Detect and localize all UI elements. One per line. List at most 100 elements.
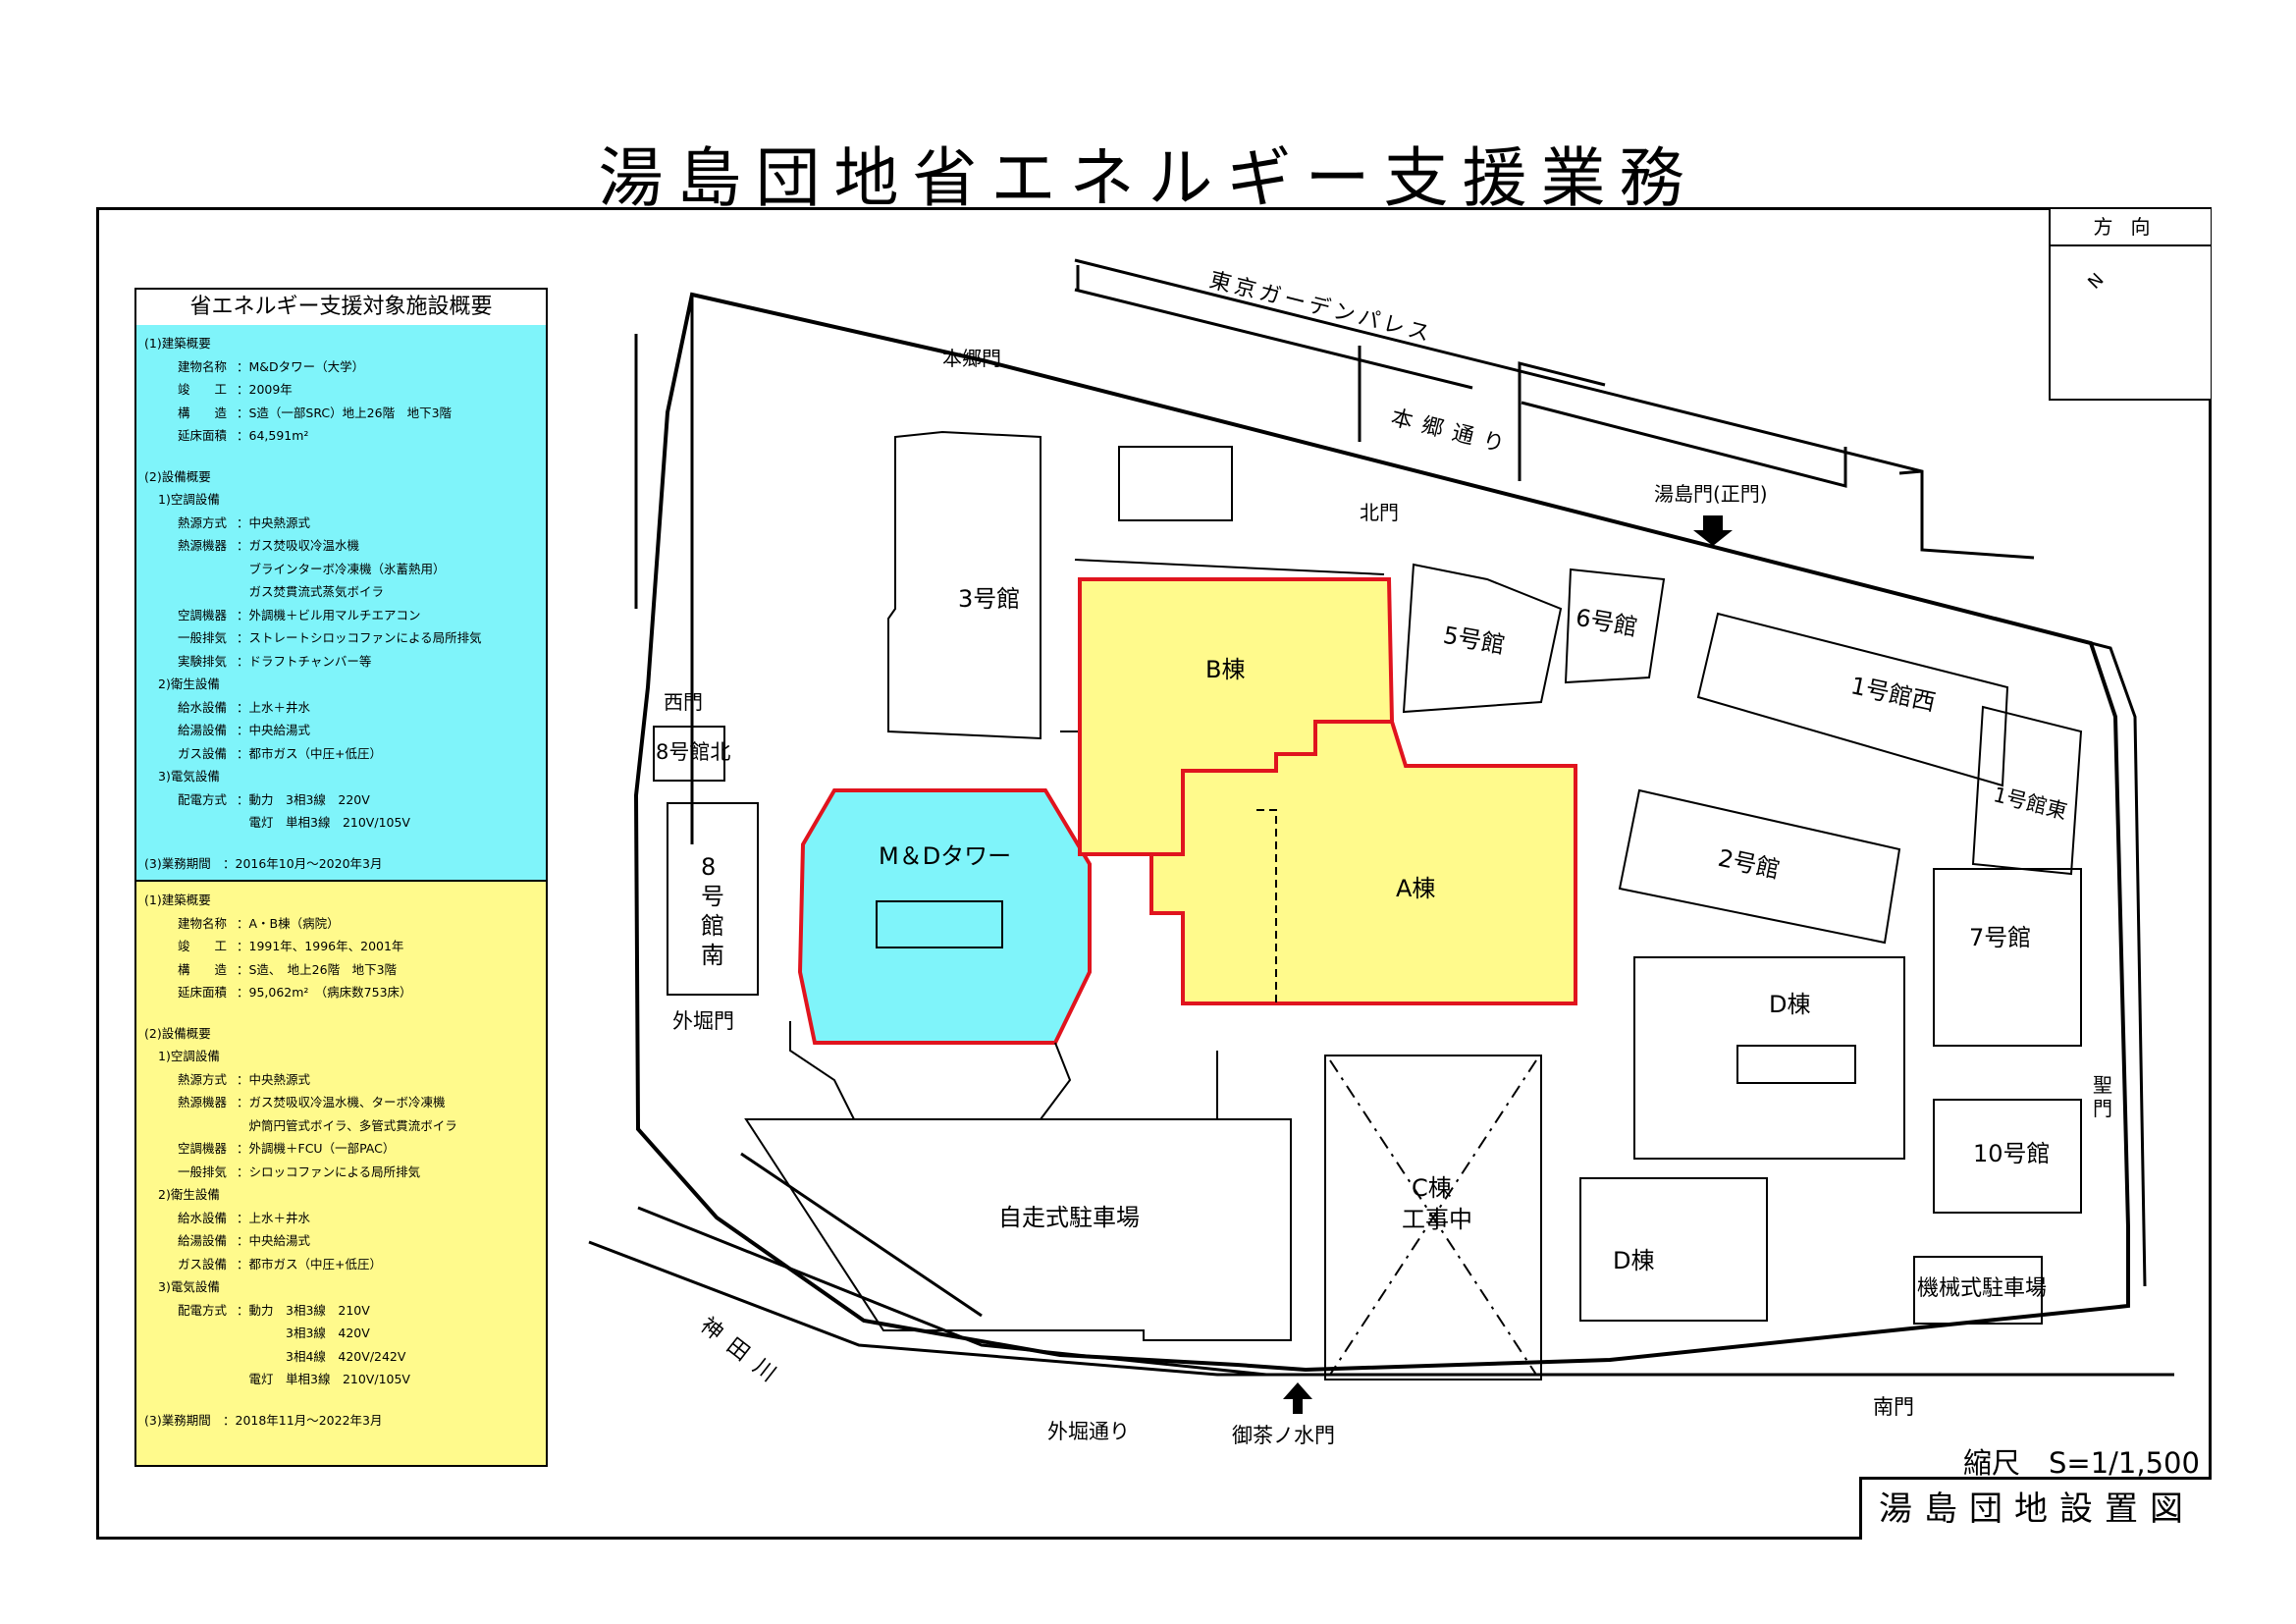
row-key: 空調機器 <box>178 1141 228 1157</box>
md-tower-row: 延床面積：64,591m² <box>144 423 538 447</box>
north-label: N <box>2084 269 2109 294</box>
md-tower-row: 空調機器：外調機＋ビル用マルチエアコン <box>144 603 538 626</box>
label-bldg-d1: D棟 <box>1769 991 1811 1018</box>
md-tower-row: 熱源機器：ガス焚吸収冷温水機 <box>144 533 538 557</box>
label-bldg-10: 10号館 <box>1973 1140 2051 1167</box>
row-key: (1)建築概要 <box>144 336 211 352</box>
row-key: 熱源機器 <box>178 1095 228 1110</box>
row-key: 給湯設備 <box>178 723 228 738</box>
label-bldg-c: C棟 <box>1412 1174 1452 1202</box>
row-key: 熱源方式 <box>178 1071 228 1087</box>
row-key: 竣 工 <box>178 382 228 398</box>
row-value: ：95,062m² （病床数753床） <box>237 985 412 1001</box>
label-md-tower: M＆Dタワー <box>879 842 1012 870</box>
row-key: 構 造 <box>178 961 228 977</box>
site-boundary <box>633 292 2130 1373</box>
facility-summary-panel: 省エネルギー支援対象施設概要 (1)建築概要建物名称：M&Dタワー（大学）竣 工… <box>134 288 548 1467</box>
row-value: ：上水＋井水 <box>237 1210 311 1225</box>
md-tower-row: ガス設備：都市ガス（中圧+低圧） <box>144 741 538 765</box>
row-value: ：S造、 地上26階 地下3階 <box>237 961 398 977</box>
md-tower-row: (2)設備概要 <box>144 464 538 488</box>
row-value: ：都市ガス（中圧+低圧） <box>237 745 382 761</box>
row-key: 一般排気 <box>178 630 228 646</box>
hospital-row: (2)設備概要 <box>144 1021 538 1045</box>
row-key: (1)建築概要 <box>144 893 211 908</box>
row-value: ：2018年11月～2022年3月 <box>223 1412 383 1428</box>
hospital-a-area <box>1149 720 1577 1005</box>
row-key: ガス設備 <box>178 1256 228 1272</box>
row-key: 熱源方式 <box>178 514 228 530</box>
row-value: ：1991年、1996年、2001年 <box>237 939 404 954</box>
hospital-row: 炉筒円管式ボイラ、多管式貫流ボイラ <box>144 1113 538 1137</box>
hospital-summary: (1)建築概要建物名称：A・B棟（病院） 竣 工 ：1991年、1996年、2001… <box>136 882 546 1465</box>
drawing-caption: 湯島団地設置図 <box>1859 1477 2212 1540</box>
row-value: ：ストレートシロッコファンによる局所排気 <box>237 630 482 646</box>
md-tower-row: 配電方式 ：動力 3相3線 220V <box>144 787 538 811</box>
hospital-row: 構 造 ：S造、 地上26階 地下3階 <box>144 957 538 981</box>
row-key: 配電方式 <box>178 791 228 807</box>
md-tower-row: (3)業務期間：2016年10月～2020年3月 <box>144 851 538 875</box>
row-gap <box>144 1390 538 1408</box>
row-value: ：A・B棟（病院） <box>237 915 340 931</box>
hospital-row: 竣 工 ：1991年、1996年、2001年 <box>144 934 538 957</box>
md-tower-row: 1)空調設備 <box>144 487 538 511</box>
row-value: 炉筒円管式ボイラ、多管式貫流ボイラ <box>237 1117 457 1133</box>
row-value: ：2009年 <box>237 382 293 398</box>
hospital-row: 一般排気：シロッコファンによる局所排気 <box>144 1160 538 1183</box>
label-bldg-a: A棟 <box>1396 875 1436 902</box>
hospital-row: 3)電気設備 <box>144 1274 538 1298</box>
hospital-row: 給湯設備：中央給湯式 <box>144 1228 538 1252</box>
md-tower-core <box>876 900 1003 948</box>
label-construction: 工事中 <box>1402 1206 1472 1233</box>
row-value: ガス焚貫流式蒸気ボイラ <box>237 584 385 600</box>
md-tower-row: 3)電気設備 <box>144 764 538 787</box>
hospital-row: 3相4線 420V/242V <box>144 1344 538 1368</box>
hospital-row: 3相3線 420V <box>144 1321 538 1344</box>
label-hijiri-mon: 聖門 <box>2093 1073 2112 1120</box>
row-key: 延床面積 <box>178 428 228 444</box>
label-bldg-b: B棟 <box>1205 656 1246 683</box>
row-key: 1)空調設備 <box>158 1049 220 1064</box>
row-value: ：ガス焚吸収冷温水機、ターボ冷凍機 <box>237 1095 446 1110</box>
direction-box: 方向 N <box>2049 209 2211 401</box>
row-value: ：シロッコファンによる局所排気 <box>237 1164 421 1179</box>
scale-note: 縮尺 S=1/1,500 <box>1963 1446 2200 1480</box>
label-parking-self: 自走式駐車場 <box>998 1204 1140 1231</box>
row-value: ：上水＋井水 <box>237 699 311 715</box>
hospital-row: 給水設備：上水＋井水 <box>144 1206 538 1229</box>
row-value: 3相3線 420V <box>237 1326 370 1341</box>
row-key: 構 造 <box>178 405 228 420</box>
row-value: ：外調機＋FCU（一部PAC） <box>237 1141 396 1157</box>
row-key: 竣 工 <box>178 939 228 954</box>
hospital-row: 熱源方式 ：中央熱源式 <box>144 1067 538 1091</box>
hospital-row: 建物名称：A・B棟（病院） <box>144 911 538 935</box>
row-key: 延床面積 <box>178 985 228 1001</box>
label-bldg-8n: 8号館北 <box>656 740 731 764</box>
label-sotobori-dori: 外堀通り <box>1047 1420 1130 1443</box>
md-tower-row: ガス焚貫流式蒸気ボイラ <box>144 579 538 603</box>
md-tower-row: ブラインターボ冷凍機（氷蓄熱用） <box>144 557 538 580</box>
row-gap <box>144 1003 538 1021</box>
row-value: ：中央熱源式 <box>237 1071 311 1087</box>
row-key: (3)業務期間 <box>144 1412 211 1428</box>
label-bldg-3: 3号館 <box>958 585 1021 613</box>
row-key: 空調機器 <box>178 607 228 623</box>
row-value: ：中央熱源式 <box>237 514 311 530</box>
row-key: (2)設備概要 <box>144 1025 211 1041</box>
label-bldg-7: 7号館 <box>1969 924 2032 951</box>
row-value: ：動力 3相3線 220V <box>237 791 370 807</box>
row-value: 3相4線 420V/242V <box>237 1348 406 1364</box>
row-value: ：都市ガス（中圧+低圧） <box>237 1256 382 1272</box>
md-tower-row: 給湯設備 ：中央給湯式 <box>144 718 538 741</box>
label-bldg-d2: D棟 <box>1613 1247 1655 1274</box>
row-value: ：中央給湯式 <box>237 1233 311 1249</box>
row-key: 給水設備 <box>178 699 228 715</box>
bldg-3-outline <box>887 430 1041 740</box>
row-value: ：中央給湯式 <box>237 723 311 738</box>
ochanomizu-gate-arrow <box>1283 1382 1312 1414</box>
row-value: ：動力 3相3線 210V <box>237 1302 370 1318</box>
row-key: 建物名称 <box>178 358 228 374</box>
hospital-row: 配電方式：動力 3相3線 210V <box>144 1298 538 1322</box>
label-kita-mon: 北門 <box>1360 501 1399 524</box>
